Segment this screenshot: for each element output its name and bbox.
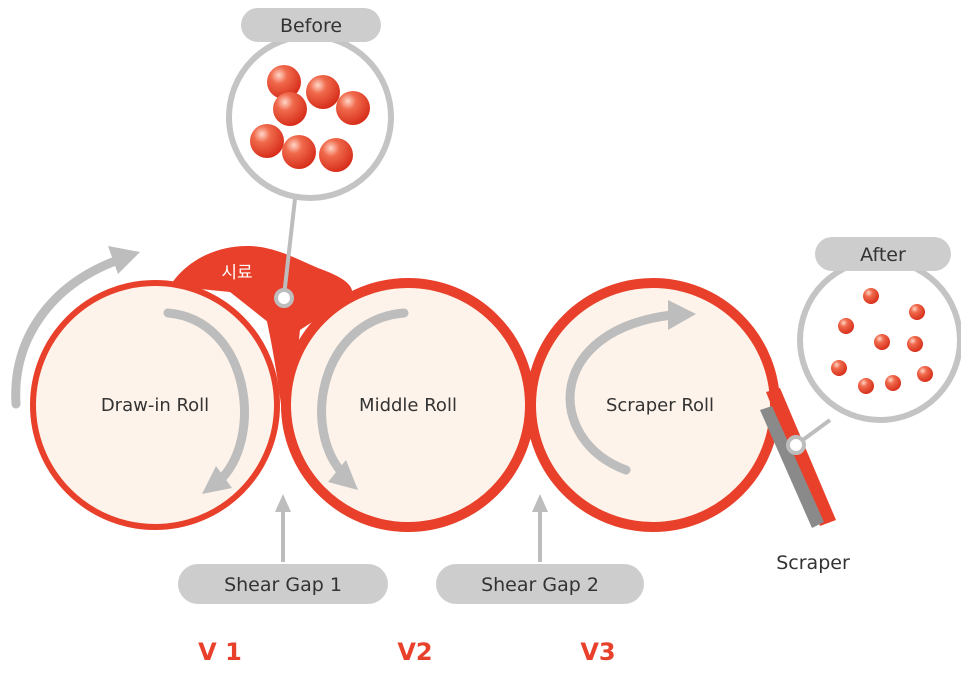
outer-rotation-arrow-icon — [11, 246, 140, 409]
sample-label: 시료 — [221, 263, 252, 283]
scraper-label: Scraper — [776, 552, 850, 574]
shear-gap-2-arrow-icon — [532, 494, 548, 512]
shear-gap-1-label: Shear Gap 1 — [224, 574, 342, 596]
scraper-blade — [760, 388, 836, 528]
draw-in-roll-label: Draw-in Roll — [101, 395, 209, 416]
velocity-v2: V2 — [397, 638, 432, 666]
shear-gap-1-arrow-icon — [275, 494, 291, 512]
velocity-v1: V 1 — [198, 638, 242, 666]
before-callout: Before — [226, 8, 394, 308]
draw-in-roll-rotation-arrow-icon — [163, 308, 249, 494]
shear-gap-1: Shear Gap 1 — [178, 494, 388, 604]
scraper-roll-rotation-arrow-icon — [565, 300, 696, 475]
before-label: Before — [280, 15, 342, 37]
after-label: After — [860, 244, 906, 266]
before-particles-icon — [250, 65, 370, 172]
shear-gap-2: Shear Gap 2 — [436, 494, 644, 604]
middle-roll-rotation-arrow-icon — [317, 308, 409, 490]
scraper-roll-label: Scraper Roll — [606, 395, 714, 416]
sample-blob — [170, 245, 353, 420]
middle-roll-label: Middle Roll — [359, 395, 457, 416]
shear-gap-2-label: Shear Gap 2 — [481, 574, 599, 596]
velocity-v3: V3 — [580, 638, 615, 666]
after-particles-icon — [831, 288, 933, 394]
sample-nip — [262, 300, 302, 420]
after-callout: After — [786, 237, 961, 455]
